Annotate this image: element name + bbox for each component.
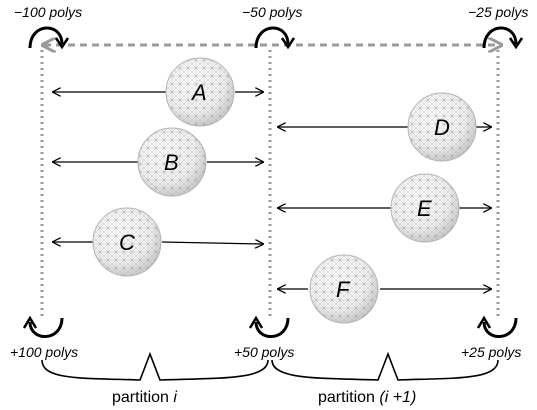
sphere-object-e: E — [390, 173, 460, 243]
boundary-top-label: −50 polys — [242, 4, 302, 20]
svg-text:B: B — [164, 150, 179, 175]
svg-text:F: F — [336, 277, 351, 302]
svg-text:A: A — [190, 80, 207, 105]
partition-label: partition (i +1) — [318, 389, 416, 406]
svg-text:C: C — [119, 230, 135, 255]
sphere-object-b: B — [137, 127, 207, 197]
sphere-object-f: F — [309, 254, 379, 324]
sphere-object-d: D — [407, 92, 477, 162]
sphere-object-c: C — [92, 207, 162, 277]
partition-brace — [271, 351, 499, 381]
partition-brace — [41, 351, 269, 381]
boundary-bottom-label: +100 polys — [10, 344, 78, 360]
partition-label: partition i — [112, 389, 177, 406]
extent-arrows — [53, 92, 491, 289]
boundary-top-label: −25 polys — [468, 4, 528, 20]
sphere-object-a: A — [165, 57, 235, 127]
svg-text:D: D — [434, 115, 450, 140]
boundary-top-label: −100 polys — [14, 4, 82, 20]
boundary-bottom-label: +50 polys — [234, 344, 294, 360]
rotate-arrow-icon — [28, 26, 524, 50]
boundary-bottom-label: +25 polys — [461, 344, 521, 360]
svg-text:E: E — [417, 196, 432, 221]
rotate-arrow-icon — [22, 315, 518, 338]
